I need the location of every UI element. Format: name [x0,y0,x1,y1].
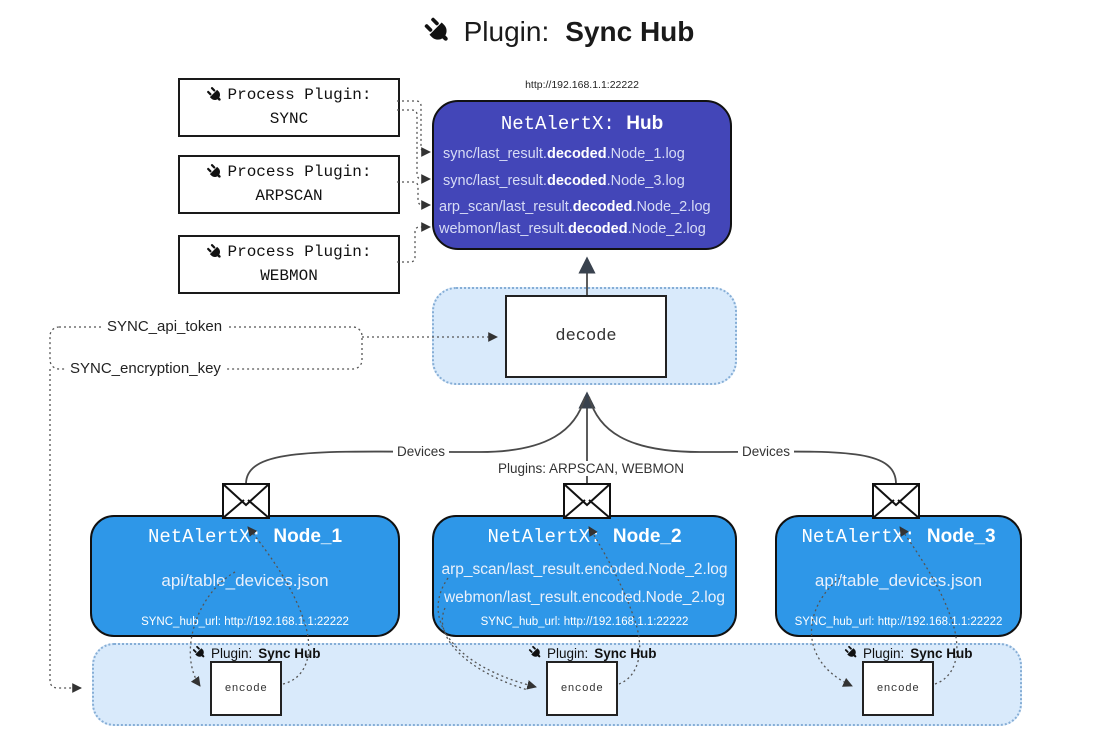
hub-log-line: arp_scan/last_result.decoded.Node_2.log [439,199,711,215]
connector-secrets-to-encoders [49,369,82,693]
hub-title: NetAlertX: Hub [434,113,730,135]
connector-arpscan-line3 [397,181,431,210]
plug-icon [207,244,222,259]
hub-log-line: webmon/last_result.decoded.Node_2.log [439,221,706,237]
hub-title-prefix: NetAlertX: [500,113,615,135]
page-title: Plugin: Sync Hub [0,16,1117,48]
decode-label: decode [555,327,617,346]
hub-box: NetAlertX: Hub sync/last_result.decoded.… [432,100,732,250]
secret-api-token-label: SYNC_api_token [103,318,227,335]
hub-title-name: Hub [626,113,664,134]
envelope-icon-node1 [222,483,270,519]
node-file-label: api/table_devices.json [814,571,983,590]
encode-plugin-label-3: Plugin:Sync Hub [844,645,973,661]
node-1-box: NetAlertX: Node_1 api/table_devices.json… [90,515,400,637]
process-plugin-label: Process Plugin: [227,163,372,182]
node-hub-url: SYNC_hub_url: http://192.168.1.1:22222 [480,616,689,628]
envelope-icon-node3 [872,483,920,519]
node-2-box: NetAlertX: Node_2 arp_scan/last_result.e… [432,515,737,637]
process-plugin-label: Process Plugin: [227,243,372,262]
encode-label: encode [560,682,604,695]
node-file-label: api/table_devices.json [161,571,329,590]
node-file-label: webmon/last_result.encoded.Node_2.log [444,589,725,606]
decode-box: decode [505,295,667,378]
edge-label-devices-left: Devices [393,444,450,459]
process-plugin-name: ARPSCAN [255,186,323,205]
process-plugin-webmon: Process Plugin: WEBMON [178,235,400,294]
page-title-prefix: Plugin: [463,16,550,47]
plug-icon [424,17,448,41]
plug-icon [207,164,222,179]
node-title: NetAlertX: Node_3 [801,526,996,548]
connector-sync-line2 [397,109,431,184]
envelope-icon-node2 [563,483,611,519]
process-plugin-name: SYNC [269,109,309,128]
node-title: NetAlertX: Node_2 [487,526,682,548]
connector-sync-line1 [397,100,431,157]
process-plugin-name: WEBMON [260,266,318,285]
process-plugin-sync: Process Plugin: SYNC [178,78,400,137]
process-plugin-arpscan: Process Plugin: ARPSCAN [178,155,400,214]
plug-icon [528,645,541,658]
node-hub-url: SYNC_hub_url: http://192.168.1.1:22222 [794,616,1003,628]
plug-icon [844,645,857,658]
page-title-name: Sync Hub [565,16,695,47]
node-hub-url: SYNC_hub_url: http://192.168.1.1:22222 [141,616,349,628]
encode-box-2: encode [546,661,618,716]
edge-label-devices-right: Devices [738,444,795,459]
secret-encryption-key-label: SYNC_encryption_key [66,360,225,377]
envelope-icons [222,483,920,519]
hub-url: http://192.168.1.1:22222 [525,79,639,91]
encode-label: encode [876,682,920,695]
encode-label: encode [224,682,268,695]
edge-label-plugins: Plugins: ARPSCAN, WEBMON [432,461,750,476]
encode-plugin-label-1: Plugin:Sync Hub [192,645,321,661]
hub-log-line: sync/last_result.decoded.Node_1.log [443,146,685,162]
process-plugin-label: Process Plugin: [227,86,372,105]
connector-webmon-line4 [397,222,431,263]
hub-log-line: sync/last_result.decoded.Node_3.log [443,173,685,189]
encode-plugin-label-2: Plugin:Sync Hub [528,645,657,661]
node-file-label: arp_scan/last_result.encoded.Node_2.log [441,561,728,578]
plugin-connectors [397,100,431,263]
plug-icon [192,645,205,658]
node-3-box: NetAlertX: Node_3 api/table_devices.json… [775,515,1022,637]
encode-box-3: encode [862,661,934,716]
encode-box-1: encode [210,661,282,716]
node-title: NetAlertX: Node_1 [147,526,343,548]
plug-icon [207,87,222,102]
